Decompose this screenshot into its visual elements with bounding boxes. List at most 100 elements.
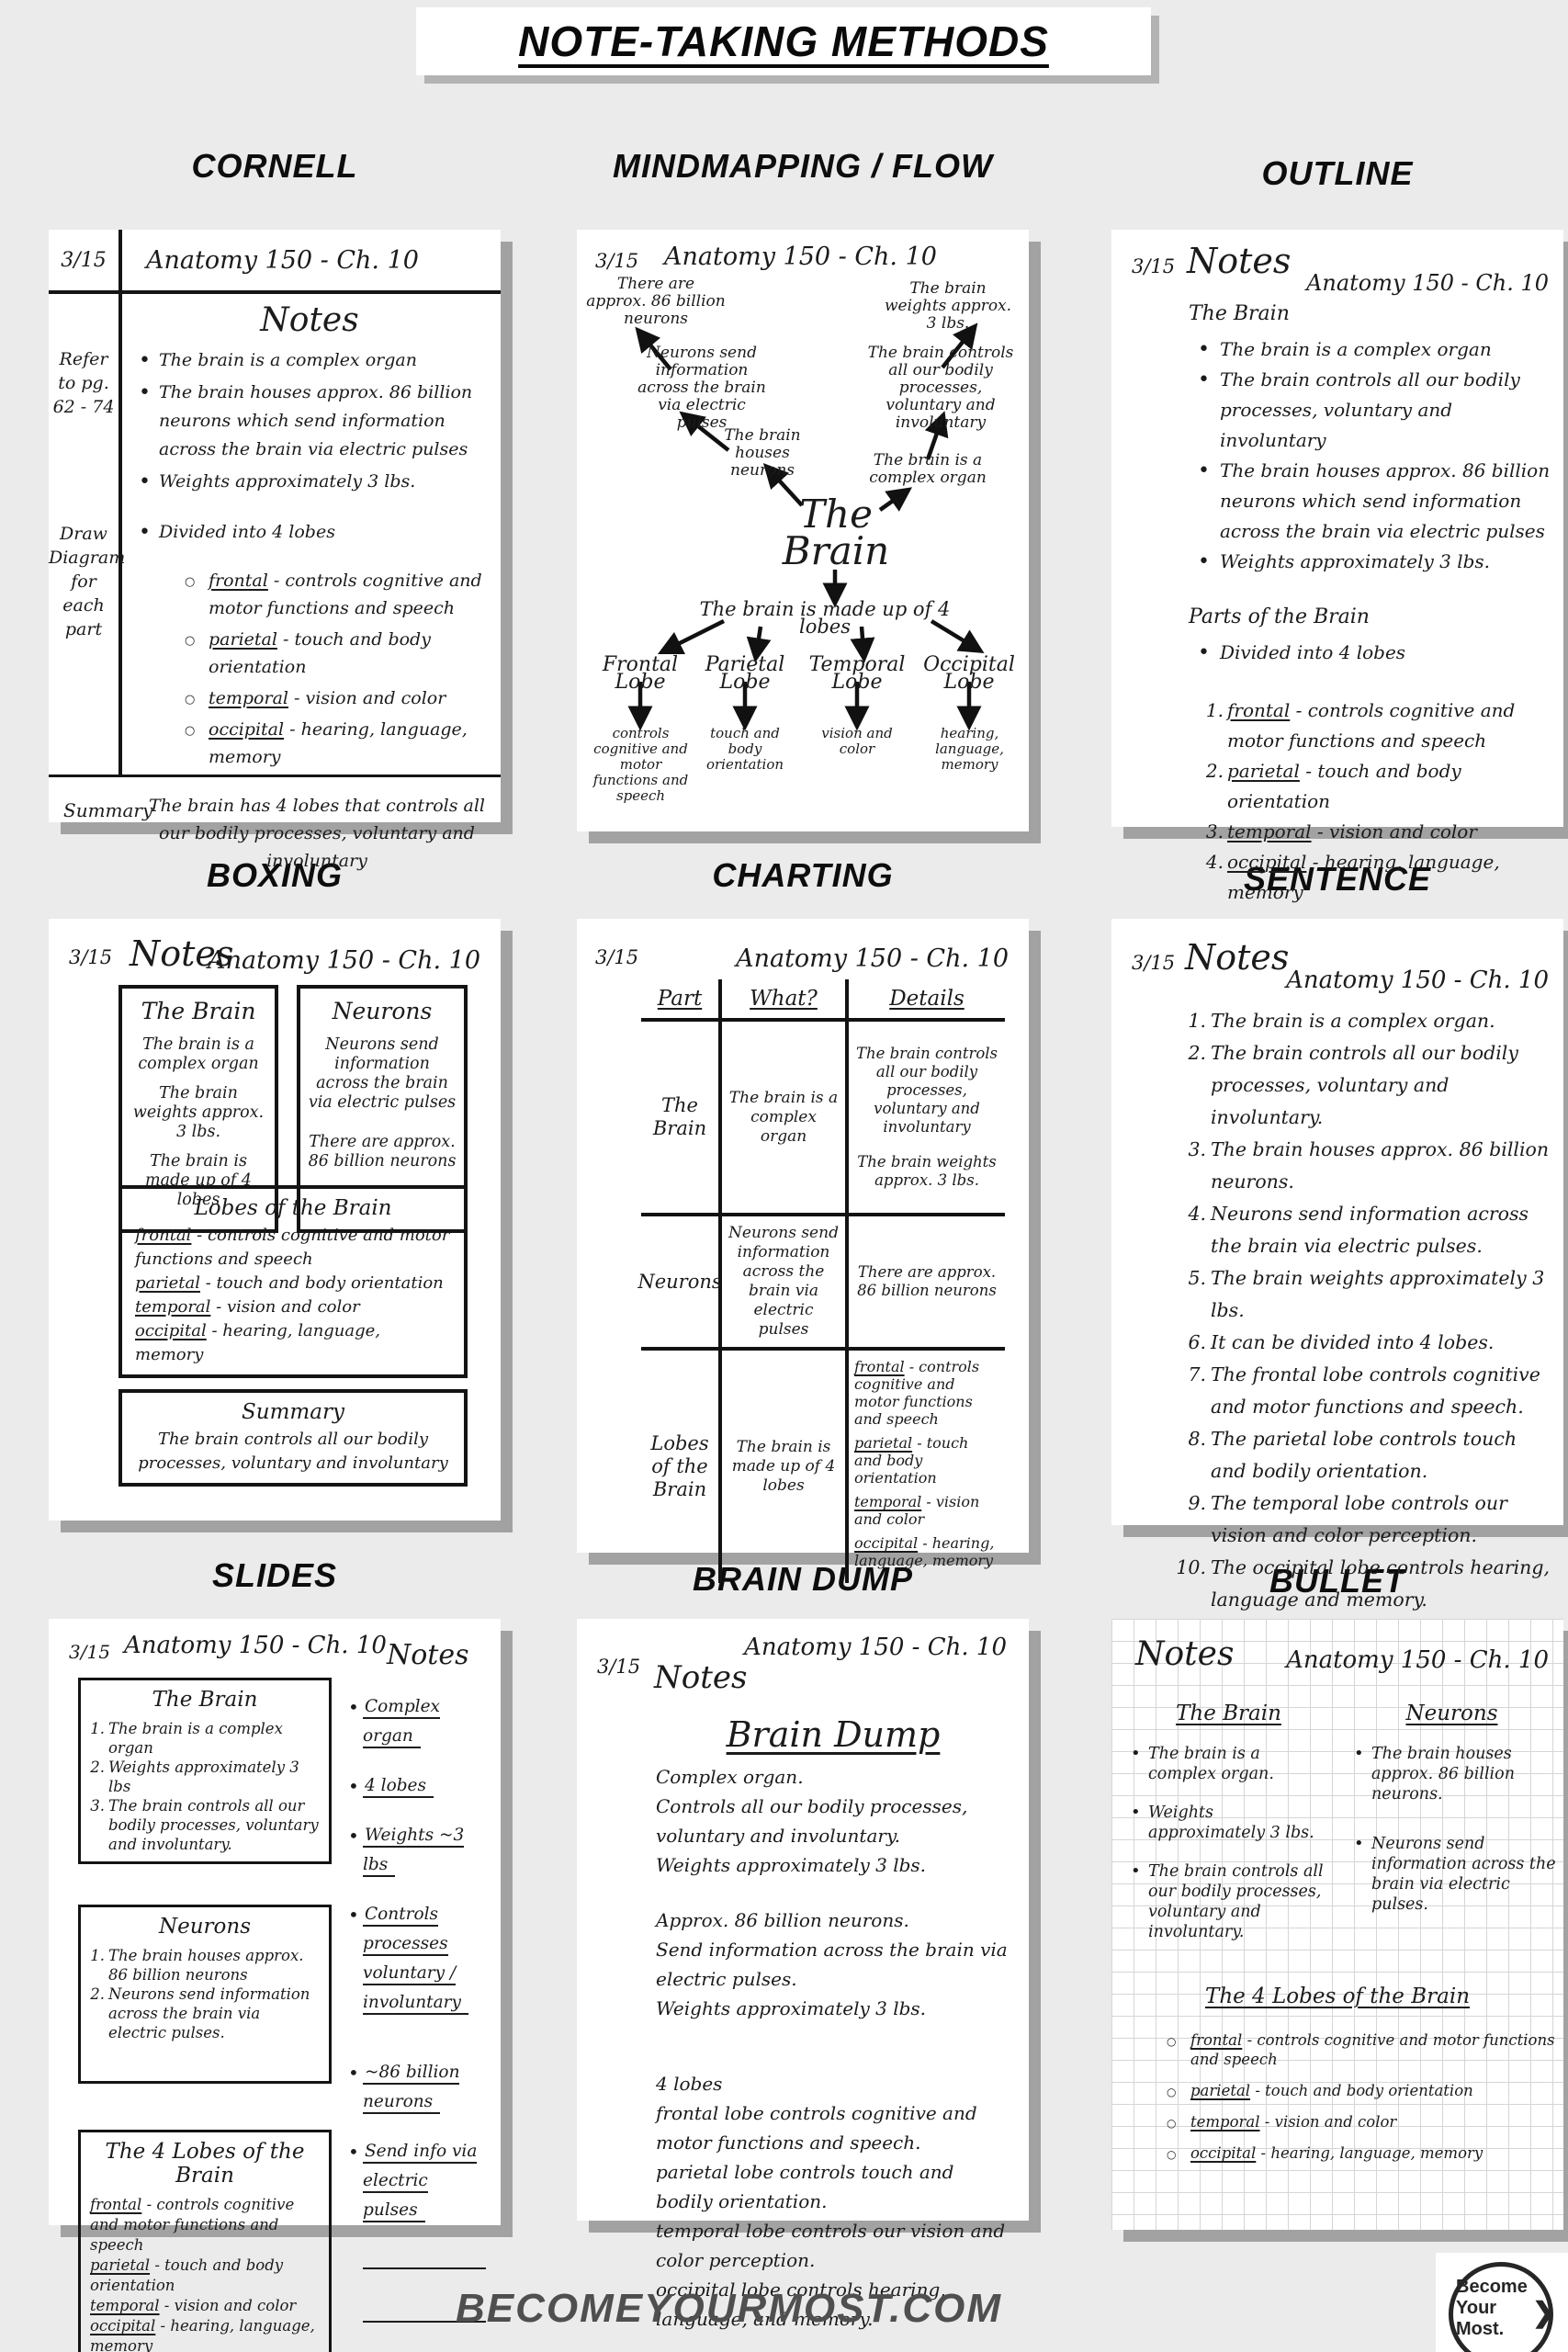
box-line: The brain weights approx. 3 lbs.	[132, 1084, 265, 1141]
braindump-body: Complex organ. Controls all our bodily p…	[656, 1762, 1012, 2334]
heading-cornell: CORNELL	[191, 147, 358, 185]
mindmap-card: 3/15 Anatomy 150 - Ch. 10	[577, 230, 1029, 831]
item-number: 2.	[1205, 760, 1224, 782]
item-number: 1.	[1205, 699, 1224, 721]
lobe-term: occipital	[209, 719, 285, 740]
text-line: Approx. 86 billion neurons.	[656, 1909, 909, 1931]
table-cell: Neurons	[637, 1216, 722, 1351]
list-item: 3.The brain controls all our bodily proc…	[90, 1797, 319, 1853]
lobe-term: parietal	[135, 1273, 200, 1293]
item-number: 3.	[1205, 820, 1224, 842]
list-item: 1.The brain houses approx. 86 billion ne…	[90, 1947, 304, 1984]
text-line: occipital lobe controls hearing, languag…	[656, 2278, 946, 2330]
heading-braindump: BRAIN DUMP	[693, 1560, 913, 1598]
lobe-desc: - touch and body orientation	[205, 1273, 444, 1293]
braindump-card: Anatomy 150 - Ch. 10 3/15 Notes Brain Du…	[577, 1619, 1029, 2330]
lobe-desc: - touch and body orientation	[209, 629, 431, 677]
heading-bullet: BULLET	[1269, 1562, 1405, 1600]
paragraph: Approx. 86 billion neurons. Send informa…	[656, 1905, 1012, 2023]
outline-divided-list: Divided into 4 lobes	[1189, 638, 1552, 668]
charting-card: 3/15 Anatomy 150 - Ch. 10 Part What? Det…	[577, 919, 1029, 1583]
mindmap-center-node: The Brain	[782, 492, 890, 573]
slides-card: 3/15 Anatomy 150 - Ch. 10 Notes The Brai…	[49, 1619, 501, 2352]
bullet-column-brain: The Brain The brain is a complex organ. …	[1124, 1702, 1333, 1961]
paragraph: Complex organ. Controls all our bodily p…	[656, 1762, 1012, 1880]
list-item: The brain controls all our bodily proces…	[1189, 365, 1552, 456]
slide-box-brain: The Brain 1.The brain is a complex organ…	[78, 1678, 332, 1864]
list-item: frontal - controls cognitive and motor f…	[185, 567, 488, 622]
text-line: parietal lobe controls touch and bodily …	[656, 2161, 954, 2212]
summary-text: The brain has 4 lobes that controls all …	[148, 796, 485, 871]
list-item: 6.It can be divided into 4 lobes.	[1188, 1331, 1495, 1353]
lobe-term: temporal	[209, 688, 288, 708]
outline-body: The Brain The brain is a complex organ T…	[1189, 300, 1552, 908]
list-item: parietal - touch and body orientation	[1165, 2081, 1558, 2102]
footer-url: BECOMEYOURMOST.COM	[456, 2286, 1002, 2331]
list-item: 4.occipital - hearing, language, memory	[1203, 847, 1552, 908]
box-title: The Brain	[141, 998, 256, 1024]
column-title: The Brain	[1176, 1702, 1281, 1725]
date-cell: 3/15	[49, 230, 122, 294]
bullet-card: Notes Anatomy 150 - Ch. 10 The Brain The…	[1111, 1619, 1563, 2230]
list-item: 4.Neurons send information across the br…	[1188, 1203, 1529, 1257]
list-item: 8.The parietal lobe controls touch and b…	[1188, 1428, 1517, 1482]
blank-note-line	[363, 2299, 486, 2323]
box-line: parietal - touch and body orientation	[135, 1272, 451, 1295]
list-item: 1.frontal - controls cognitive and motor…	[1203, 695, 1552, 756]
lobe-term: frontal	[209, 571, 268, 591]
boxing-box-lobes: Lobes of the Brain frontal - controls co…	[118, 1185, 468, 1378]
poster-title: NOTE-TAKING METHODS	[518, 17, 1049, 65]
box-line: temporal - vision and color	[135, 1295, 451, 1319]
list-item: 2.Neurons send information across the br…	[90, 1985, 310, 2041]
column-header: Details	[849, 979, 1005, 1022]
note-line: 4 lobes	[348, 1771, 486, 1801]
lobe-desc: - controls cognitive and motor functions…	[135, 1226, 450, 1269]
note-line: Send info via electric pulses	[348, 2137, 486, 2225]
mindmap-node: The brain houses neurons	[724, 426, 801, 480]
spacer	[90, 2042, 320, 2074]
text-line: Send information across the brain via el…	[656, 1939, 1008, 1990]
box-line: Neurons send information across the brai…	[308, 1035, 457, 1112]
mindmap-lobe: Parietal Lobe	[705, 653, 785, 694]
notes-title: Notes	[654, 1659, 748, 1696]
list-item: parietal - touch and body orientation	[185, 626, 488, 681]
box-title: Neurons	[332, 998, 433, 1024]
box-title: Lobes of the Brain	[194, 1196, 392, 1220]
box-title: Summary	[242, 1400, 344, 1424]
list-item: Neurons send information across the brai…	[1348, 1834, 1556, 1915]
course-title: Anatomy 150 - Ch. 10	[744, 1634, 1007, 1661]
lobe-term: parietal	[1227, 760, 1300, 782]
slide-title: Neurons	[158, 1915, 251, 1939]
mindmap-arrows	[627, 322, 985, 731]
list-item: 1.The brain is a complex organ.	[1188, 1010, 1495, 1032]
list-item: The brain is a complex organ	[131, 346, 488, 375]
outline-subheading: The Brain	[1189, 302, 1290, 325]
bullet-column-neurons: Neurons The brain houses approx. 86 bill…	[1348, 1702, 1556, 1961]
cue-note: Draw Diagram for each part	[49, 524, 126, 639]
slides-notes-column: Complex organ 4 lobes Weights ~3 lbs Con…	[348, 1692, 486, 2352]
logo-circle-icon	[1449, 2262, 1553, 2352]
table-cell: The brain is a complex organ	[722, 1022, 849, 1216]
box-line: frontal - controls cognitive and motor f…	[135, 1224, 451, 1272]
mindmap-node: There are approx. 86 billion neurons	[586, 275, 726, 328]
lobe-desc: - vision and color	[1316, 820, 1477, 842]
course-title: Anatomy 150 - Ch. 10	[124, 1632, 387, 1659]
mindmap-node: Neurons send information across the brai…	[637, 344, 766, 432]
list-item: Weights approximately 3 lbs.	[131, 468, 488, 496]
lobe-term: temporal	[1227, 820, 1312, 842]
section-title: The 4 Lobes of the Brain	[1204, 1984, 1471, 2008]
course-title: Anatomy 150 - Ch. 10	[736, 944, 1009, 973]
blank-note-line	[363, 2245, 486, 2269]
text-line: Weights approximately 3 lbs.	[656, 1854, 927, 1876]
cornell-card: 3/15 Anatomy 150 - Ch. 10 Refer to pg. 6…	[49, 230, 501, 871]
list-item: The brain houses approx. 86 billion neur…	[1348, 1744, 1556, 1804]
date-cell: 3/15	[1132, 952, 1176, 974]
notes-title: Notes	[387, 1639, 469, 1671]
list-item: The brain is a complex organ.	[1124, 1744, 1333, 1784]
notes-title: Notes	[1185, 937, 1290, 978]
course-title: Anatomy 150 - Ch. 10	[1286, 1646, 1549, 1674]
list-item: parietal - touch and body orientation	[90, 2256, 284, 2294]
list-item: 2.Weights approximately 3 lbs	[90, 1758, 299, 1795]
notes-title: Notes	[130, 933, 234, 974]
date-cell: 3/15	[69, 1641, 110, 1663]
